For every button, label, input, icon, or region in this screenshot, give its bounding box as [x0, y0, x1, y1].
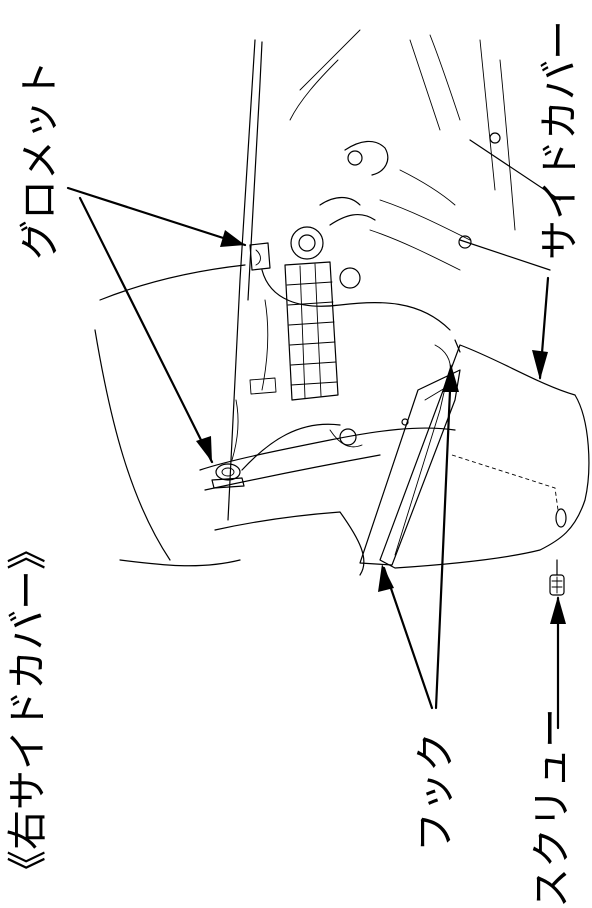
leader-arrows — [66, 186, 566, 730]
screw-part — [549, 559, 565, 596]
vehicle-body-lines — [94, 29, 561, 576]
label-grommet: グロメット — [17, 60, 63, 260]
side-cover-panel — [359, 339, 590, 569]
grommet-lower — [211, 463, 245, 489]
wiring-harness — [231, 269, 451, 471]
label-screw: スクリュー — [529, 708, 575, 908]
label-right-side-cover-section: 《右サイドカバー》 — [5, 530, 51, 890]
grommet-upper — [249, 242, 271, 271]
label-hook: フック — [413, 732, 459, 852]
label-side-cover: サイドカバー — [537, 20, 583, 260]
filter-assembly — [249, 196, 376, 401]
